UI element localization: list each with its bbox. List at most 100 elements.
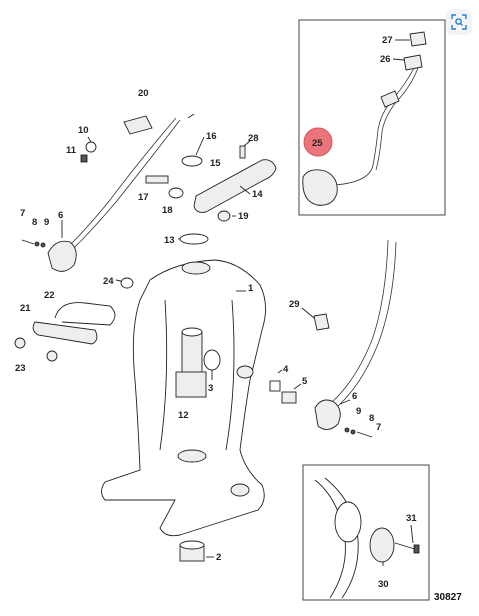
right-sensor-cable-b [337,241,397,407]
lens-zoom-icon [451,14,467,30]
callout-8-left: 8 [32,217,37,228]
callout-16: 16 [206,131,217,142]
clamp-10 [85,141,97,153]
bushing-2-group [179,540,205,562]
steering-shaft [175,327,221,398]
callout-7-right: 7 [376,422,381,433]
tiller-arm [145,145,277,222]
callout-11: 11 [66,145,77,156]
screw-31-head [413,544,420,554]
callout-25: 25 [312,138,323,149]
yoke-lower-hole [230,483,250,497]
leader-10 [87,136,92,143]
leader-5 [293,383,302,390]
screw-7-left [21,239,35,245]
callout-31: 31 [406,513,417,524]
callout-23: 23 [15,363,26,374]
sensor-6-left [47,240,77,272]
u-bolt-assembly [14,302,116,362]
left-sensor-cable-b [73,119,181,249]
callout-13: 13 [164,235,175,246]
connector-26 [403,54,423,71]
leader-29 [301,307,315,319]
leader-28 [243,140,251,147]
catalog-number: 30827 [434,592,462,603]
washer-13 [179,233,209,245]
left-sensor-cable [69,117,177,246]
harness-clip [380,90,400,108]
clip-29 [313,313,330,331]
nut-19 [217,210,231,222]
left-sensor [21,115,181,272]
plate-21 [32,321,98,345]
callout-20: 20 [138,88,149,99]
yoke-rib [159,299,168,451]
right-sensor-cable [331,239,389,403]
washer-9-right [344,427,350,433]
nut-23-a [14,337,26,349]
harness-cable [334,67,415,186]
shaft-top [181,327,203,337]
washer-8-left [34,241,40,247]
screw-7-right [356,431,373,438]
shaft-lower [175,371,207,398]
inset-mount [302,464,430,601]
magnet-30 [369,527,395,563]
inset-harness [298,19,446,216]
lens-zoom-button[interactable] [446,9,472,35]
yoke-bottom-bore [177,449,207,463]
harness-cable-b [375,67,419,171]
leader-26 [392,58,405,61]
nut-24 [120,277,134,289]
yoke-body [101,259,266,537]
sensor-6-right [314,399,341,430]
callout-30: 30 [378,579,389,590]
callout-18: 18 [162,205,173,216]
leader-31 [410,524,414,544]
bushing-5 [281,391,297,404]
washer-9-left [40,242,46,248]
callout-28: 28 [248,133,259,144]
callout-9-right: 9 [356,406,361,417]
callout-10: 10 [78,125,89,136]
leader-20 [187,113,195,119]
leader-6-right [339,399,351,405]
inset-mount-frame [302,464,430,601]
callout-9-left: 9 [44,217,49,228]
callout-4: 4 [283,364,289,375]
sensor-25 [302,169,338,206]
callout-7-left: 7 [20,208,25,219]
right-sensor [314,239,397,438]
callout-19: 19 [238,211,249,222]
callout-labels: 1 2 3 4 5 6 6 7 7 8 8 9 9 10 11 12 13 14… [15,35,417,590]
callout-21: 21 [20,303,31,314]
washer-8-right [350,429,356,435]
bushing-3 [203,349,221,371]
leader-lines [61,39,414,566]
clip-20 [123,115,153,135]
mount-housing-edge-b [324,477,359,599]
pin-28 [239,145,246,159]
leader-14 [239,185,251,195]
u-bolt-22 [54,302,116,326]
callout-5: 5 [302,376,308,387]
yoke-side-hole [236,365,254,379]
callout-26: 26 [380,54,391,65]
callout-12: 12 [178,410,189,421]
arm-14 [193,159,277,213]
callout-22: 22 [44,290,55,301]
leader-16 [195,136,205,156]
screw-11 [80,154,88,163]
leader-24 [115,279,122,282]
bushing-4 [269,380,281,392]
callout-29: 29 [289,299,300,310]
callout-17: 17 [138,192,149,203]
mount-plate [334,501,362,543]
callout-3: 3 [208,383,213,394]
bushing-2-top [179,540,205,550]
yoke-top-bore [181,261,211,275]
shaft-upper [181,331,203,378]
bolt-17 [145,175,169,184]
callout-6-left: 6 [58,210,63,221]
